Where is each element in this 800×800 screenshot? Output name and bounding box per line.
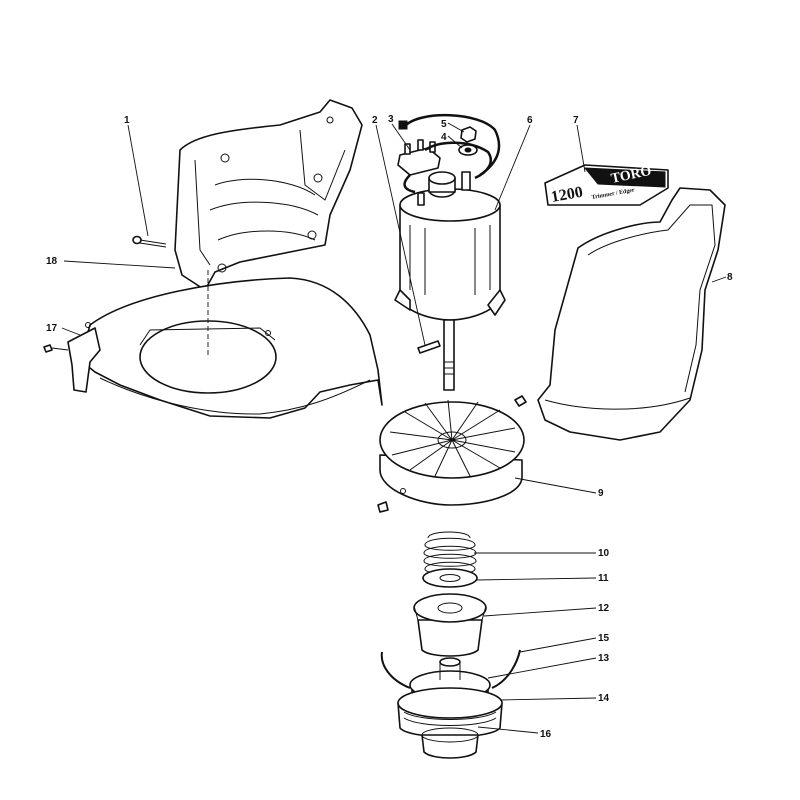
callout-11: 11 [598,573,609,584]
callout-15: 15 [598,633,610,644]
part-18-handle-housing [174,99,363,291]
part-12-spool-adapter [413,593,487,657]
part-15-cutting-line [380,649,521,689]
callout-1: 1 [124,115,130,126]
part-10-spring [423,531,477,575]
callout-16: 16 [540,729,552,740]
part-1-screw [132,235,167,248]
part-6-motor [394,171,506,391]
callout-2: 2 [372,115,378,126]
part-17-guard [43,277,383,419]
wiring [398,113,501,194]
callout-17: 17 [46,323,58,334]
part-14-outer-spool [397,687,503,738]
part-9-fan [377,395,527,513]
part-11-washer [422,568,478,588]
part-2-pin [417,340,441,354]
part-5-nut [460,126,477,143]
callout-9: 9 [598,488,604,499]
leader-lines [61,122,727,734]
callout-13: 13 [598,653,610,664]
part-7-decal: TORO 1200 Trimmer / Edger [544,164,669,206]
callout-5: 5 [441,119,447,130]
part-8-motor-cover [537,187,726,441]
callout-labels: 1 2 3 4 5 6 7 8 9 10 11 12 13 14 15 16 1… [46,114,733,740]
callout-8: 8 [727,272,733,283]
callout-3: 3 [388,114,394,125]
callout-12: 12 [598,603,610,614]
callout-10: 10 [598,548,610,559]
callout-7: 7 [573,115,579,126]
callout-6: 6 [527,115,533,126]
decal-model: 1200 [550,184,584,206]
part-16-bump-knob [421,727,479,759]
part-4-washer [458,144,478,156]
callout-18: 18 [46,256,58,267]
callout-4: 4 [441,132,447,143]
callout-14: 14 [598,693,610,704]
